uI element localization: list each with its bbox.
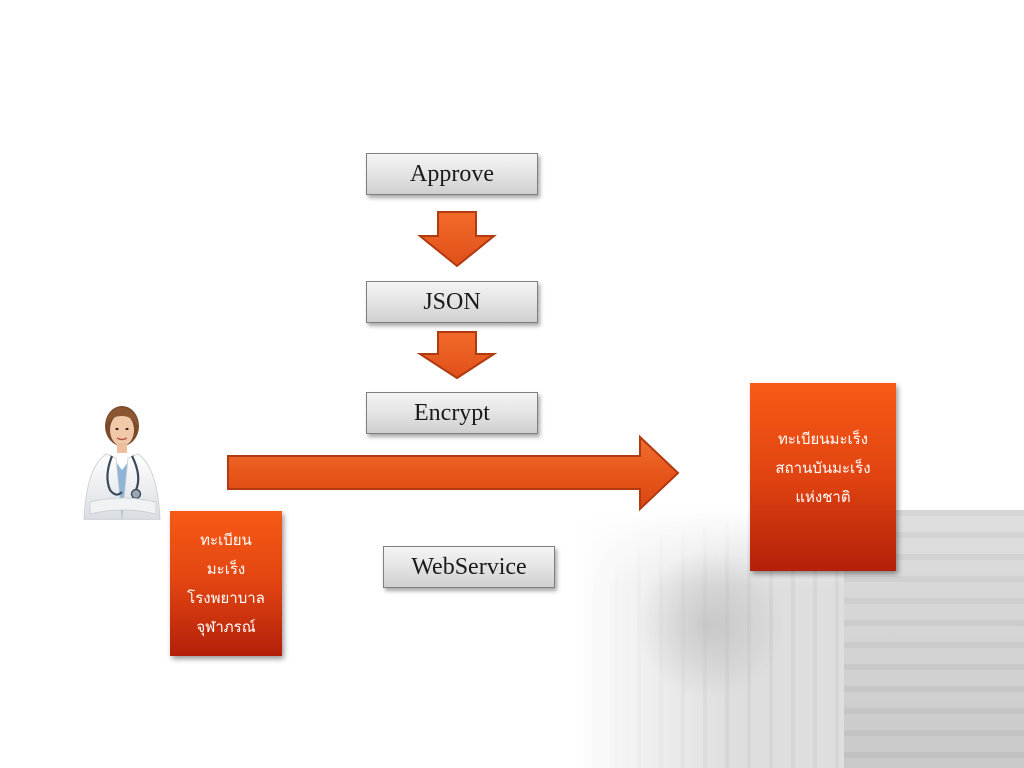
approve-label: Approve [410,160,494,187]
webservice-label: WebService [411,553,527,580]
webservice-step-box: WebService [383,546,555,588]
hospital-cancer-registry-box: ทะเบียน มะเร็ง โรงพยาบาล จุฬาภรณ์ [170,511,282,656]
national-cancer-registry-box: ทะเบียนมะเร็ง สถานบันมะเร็ง แห่งชาติ [750,383,896,571]
approve-step-box: Approve [366,153,538,195]
hospital-registry-line: ทะเบียน [200,530,252,549]
encrypt-label: Encrypt [414,399,490,426]
doctor-avatar-icon [83,406,161,520]
national-registry-line: ทะเบียนมะเร็ง [777,429,869,448]
national-registry-line: สถานบันมะเร็ง [775,458,871,477]
hospital-registry-line: มะเร็ง [206,559,246,578]
json-step-box: JSON [366,281,538,323]
encrypt-step-box: Encrypt [366,392,538,434]
hospital-registry-line: โรงพยาบาล [187,588,265,607]
down-arrow-icon [417,211,497,268]
tree-shape [635,550,785,700]
national-registry-line: แห่งชาติ [795,487,851,506]
down-arrow-icon [416,331,498,380]
hospital-registry-line: จุฬาภรณ์ [196,617,256,636]
right-arrow-icon [227,434,680,512]
json-label: JSON [423,288,481,315]
